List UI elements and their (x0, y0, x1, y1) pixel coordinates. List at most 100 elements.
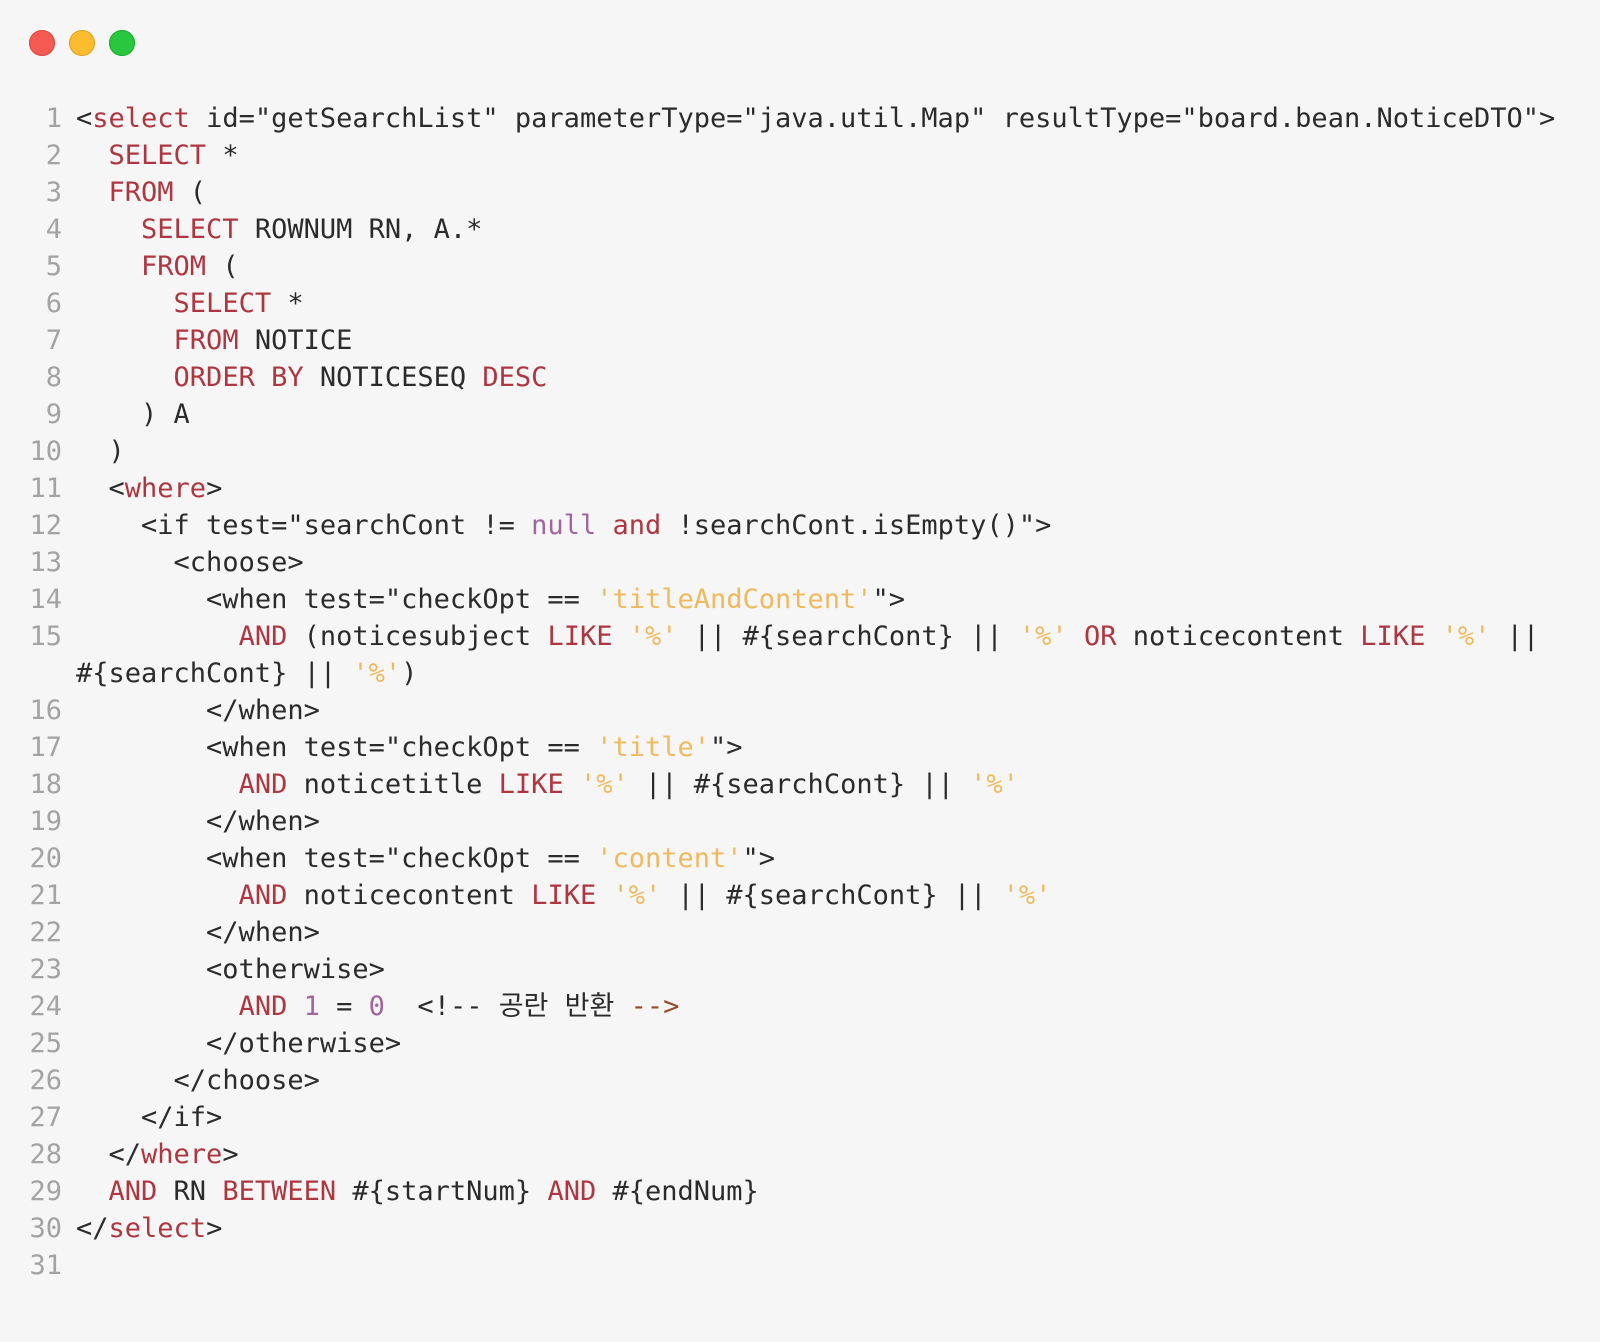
line-number: 20 (29, 843, 62, 874)
keyword-token: AND (238, 880, 288, 911)
string-token: '%' (970, 769, 1019, 800)
keyword-token: AND (108, 1176, 158, 1207)
line-number: 6 (45, 288, 62, 319)
line-text: AND noticecontent LIKE '%' || #{searchCo… (76, 877, 1556, 914)
keyword-token: AND (547, 1176, 597, 1207)
line-text: AND 1 = 0 <!-- 공란 반환 --> (76, 988, 1556, 1025)
line-number: 5 (45, 251, 62, 282)
plain-token (596, 510, 612, 541)
line-text: <when test="checkOpt == 'titleAndContent… (76, 581, 1556, 618)
plain-token: <otherwise> (76, 954, 385, 985)
code-line: 12 <if test="searchCont != null and !sea… (0, 507, 1600, 544)
code-editor[interactable]: 1<select id="getSearchList" parameterTyp… (0, 100, 1600, 1284)
code-line: 17 <when test="checkOpt == 'title'"> (0, 729, 1600, 766)
line-number: 3 (45, 177, 62, 208)
line-number: 22 (29, 917, 62, 948)
plain-token: < (76, 473, 125, 504)
line-number: 30 (29, 1213, 62, 1244)
line-text: </where> (76, 1136, 1556, 1173)
keyword-token: OR (1083, 621, 1117, 652)
string-token: '%' (1441, 621, 1491, 652)
zoom-window-icon[interactable] (109, 30, 135, 56)
comment-token: --> (630, 991, 680, 1022)
plain-token: "> (872, 584, 906, 615)
line-number: 14 (29, 584, 62, 615)
plain-token (76, 880, 239, 911)
code-line: 16 </when> (0, 692, 1600, 729)
keyword-token: SELECT (141, 214, 239, 245)
keyword-token: where (124, 473, 207, 504)
code-line: 8 ORDER BY NOTICESEQ DESC (0, 359, 1600, 396)
keyword-token: SELECT (108, 140, 207, 171)
close-window-icon[interactable] (29, 30, 55, 56)
string-token: 'content' (596, 843, 743, 874)
plain-token (287, 991, 303, 1022)
plain-token: <when test="checkOpt == (76, 732, 597, 763)
plain-token (76, 251, 141, 282)
string-token: 'title' (596, 732, 710, 763)
keyword-token: SELECT (173, 288, 272, 319)
line-number: 23 (29, 954, 62, 985)
line-number: 28 (29, 1139, 62, 1170)
code-line: 5 FROM ( (0, 248, 1600, 285)
line-text: ) (76, 433, 1556, 470)
plain-token: </when> (76, 806, 320, 837)
plain-token: > (222, 1139, 239, 1170)
keyword-token: FROM (173, 325, 239, 356)
keyword-token: select (108, 1213, 207, 1244)
code-line: 29 AND RN BETWEEN #{startNum} AND #{endN… (0, 1173, 1600, 1210)
line-number: 12 (29, 510, 62, 541)
minimize-window-icon[interactable] (69, 30, 95, 56)
keyword-token: AND (238, 991, 288, 1022)
line-number: 2 (45, 140, 62, 171)
plain-token: ROWNUM RN, A.* (238, 214, 483, 245)
line-text: </if> (76, 1099, 1556, 1136)
plain-token (1068, 621, 1084, 652)
code-line: 11 <where> (0, 470, 1600, 507)
line-text: <where> (76, 470, 1556, 507)
plain-token (76, 991, 239, 1022)
code-line: 19 </when> (0, 803, 1600, 840)
keyword-token: BETWEEN (222, 1176, 337, 1207)
plain-token: </choose> (76, 1065, 320, 1096)
line-number: 9 (45, 399, 62, 430)
code-line: 7 FROM NOTICE (0, 322, 1600, 359)
line-text: AND noticetitle LIKE '%' || #{searchCont… (76, 766, 1556, 803)
plain-token: </when> (76, 917, 320, 948)
plain-token: < (76, 103, 93, 134)
plain-token (76, 140, 109, 171)
plain-token: ) (401, 658, 418, 689)
line-number: 17 (29, 732, 62, 763)
line-number: 8 (45, 362, 62, 393)
line-number: 10 (29, 436, 62, 467)
line-number: 15 (29, 621, 62, 652)
line-text: FROM ( (76, 174, 1556, 211)
code-line: 31 (0, 1247, 1600, 1284)
plain-token: <if test="searchCont != (76, 510, 532, 541)
plain-token: noticetitle (287, 769, 499, 800)
plain-token (76, 769, 239, 800)
plain-token: NOTICESEQ (303, 362, 483, 393)
plain-token: "> (709, 732, 743, 763)
line-text: SELECT * (76, 137, 1556, 174)
plain-token: || #{searchCont} || (677, 621, 1019, 652)
code-line: 10 ) (0, 433, 1600, 470)
code-line: 3 FROM ( (0, 174, 1600, 211)
line-number: 18 (29, 769, 62, 800)
plain-token: > (206, 1213, 223, 1244)
line-number: 25 (29, 1028, 62, 1059)
plain-token: RN (157, 1176, 223, 1207)
line-number: 24 (29, 991, 62, 1022)
line-text: AND RN BETWEEN #{startNum} AND #{endNum} (76, 1173, 1556, 1210)
plain-token (1425, 621, 1441, 652)
plain-token: * (271, 288, 304, 319)
line-text: <otherwise> (76, 951, 1556, 988)
line-number: 4 (45, 214, 62, 245)
number-token: 0 (368, 991, 385, 1022)
line-text: <when test="checkOpt == 'content'"> (76, 840, 1556, 877)
keyword-token: FROM (141, 251, 207, 282)
keyword-token: LIKE (1360, 621, 1426, 652)
keyword-token: DESC (482, 362, 548, 393)
plain-token: </when> (76, 695, 320, 726)
keyword-token: LIKE (531, 880, 597, 911)
